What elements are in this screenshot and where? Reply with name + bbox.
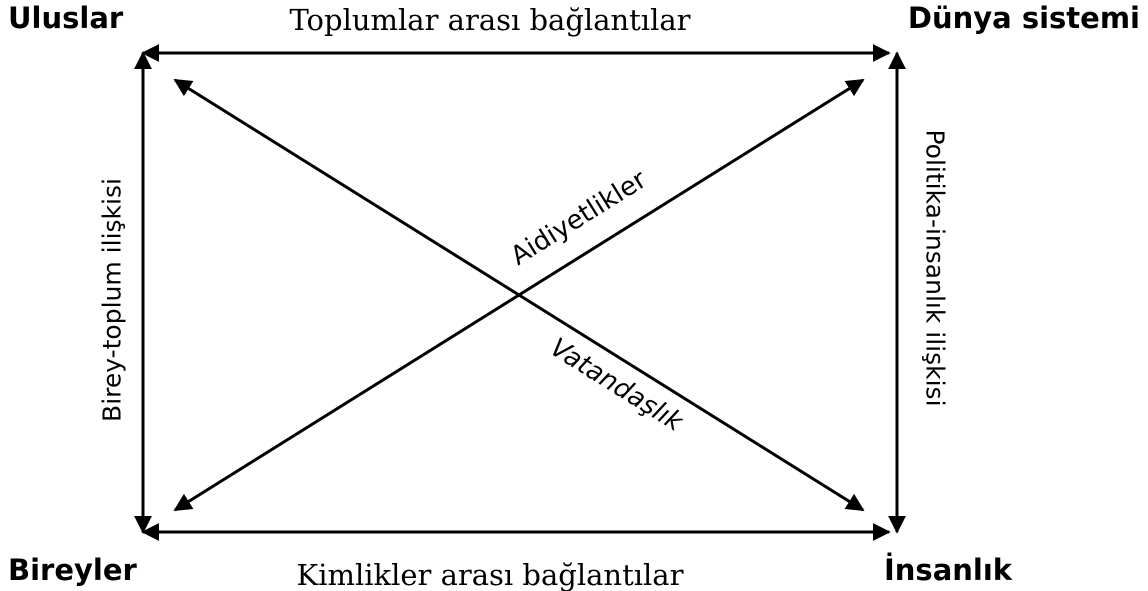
corner-label-top-left: Uluslar [8,1,124,35]
corner-label-bottom-left: Bireyler [8,553,138,587]
rising-diagonal-arrow [173,78,865,512]
bottom-edge-label: Kimlikler arası bağlantılar [297,558,684,591]
corner-label-bottom-right: İnsanlık [884,553,1013,587]
top-edge-label: Toplumlar arası bağlantılar [289,3,690,37]
left-edge-label: Birey-toplum ilişkisi [98,178,127,422]
rising-diagonal-label: Aidiyetlikler [506,165,653,272]
corner-label-top-right: Dünya sistemi [908,1,1140,35]
right-edge-label: Politika-insanlık ilişkisi [921,129,950,406]
falling-diagonal-label: Vatandaşlık [545,333,689,439]
